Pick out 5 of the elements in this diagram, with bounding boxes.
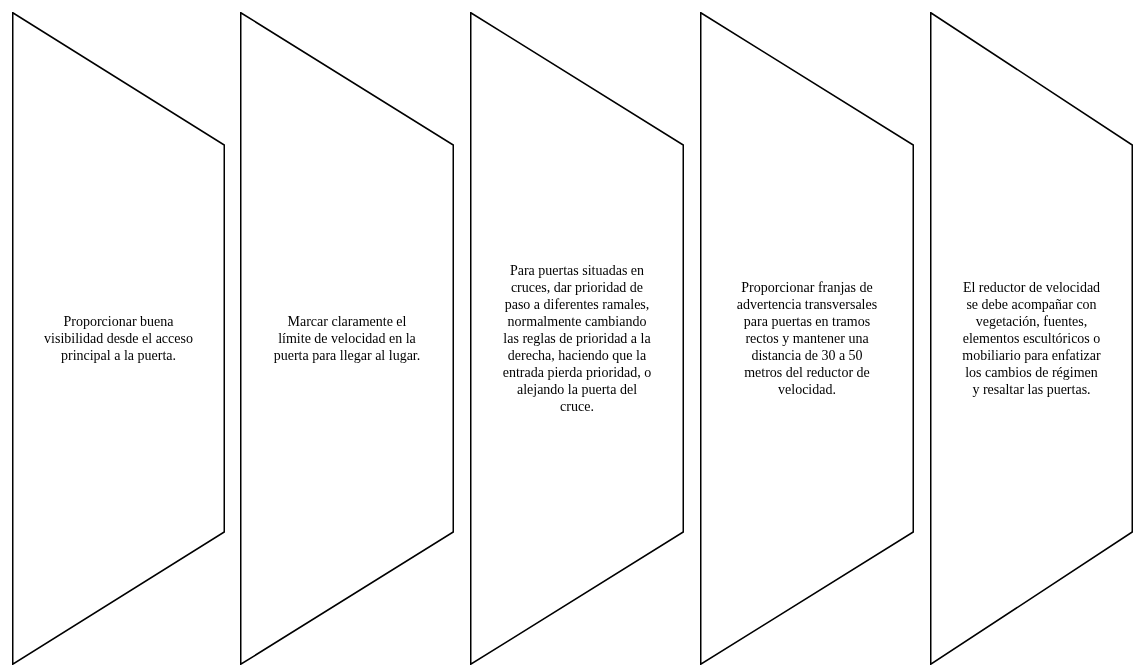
- step-text: Proporcionar buena visibilidad desde el acceso principal a la puerta.: [43, 313, 194, 364]
- step-text: El reductor de velocidad se debe acompañar con vegetación, fuentes, elementos escultóricos o mobiliario para enfatizar los cambios de régimen y resaltar las puertas.: [961, 279, 1102, 398]
- step-text: Proporcionar franjas de advertencia transversales para puertas en tramos rectos y mantener una distancia de 30 a 50 metros del reductor de velocidad.: [735, 279, 879, 398]
- step-text: Marcar claramente el límite de velocidad en la puerta para llegar al lugar.: [272, 313, 422, 364]
- step-text: Para puertas situadas en cruces, dar prioridad de paso a diferentes ramales, normalmente cambiando las reglas de prioridad a la derecha, haciendo que la entrada pierda prioridad, o alejando la puerta del cruce.: [502, 262, 652, 415]
